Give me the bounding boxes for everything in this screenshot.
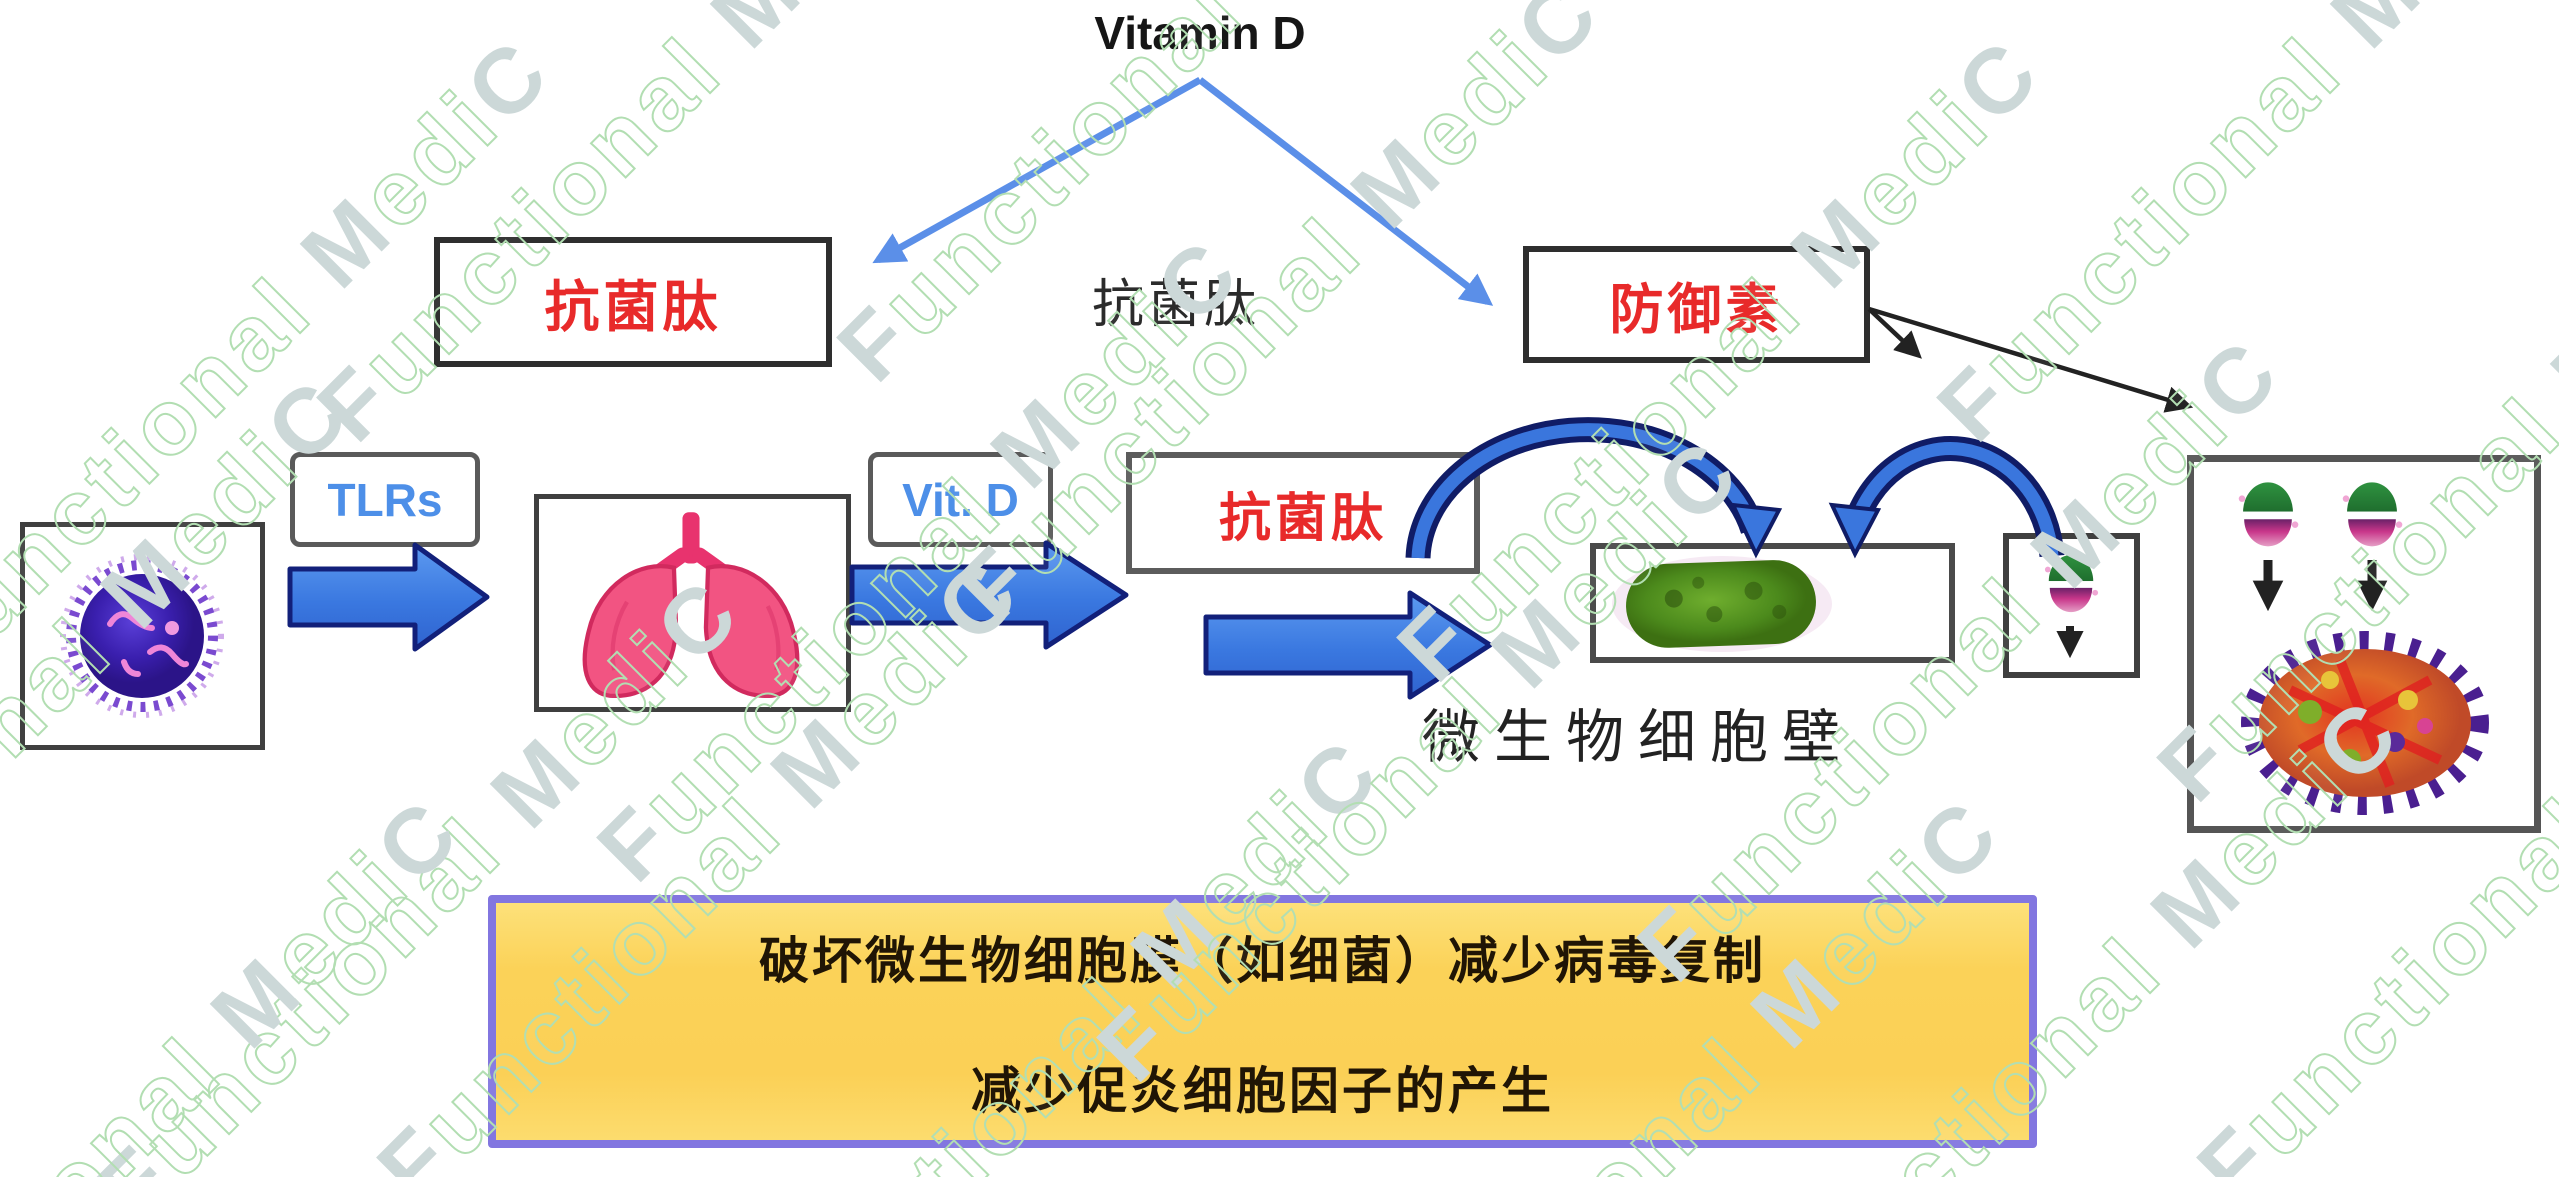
tlrs-box: TLRs	[290, 452, 480, 547]
vitamin-d-flow-label: Vit. D	[902, 473, 1019, 526]
flow-arrow	[849, 540, 1129, 650]
defensin-label: 防御素	[1609, 280, 1784, 340]
tlrs-label: TLRs	[327, 473, 443, 526]
defensin-arrows	[1867, 306, 2194, 413]
summary-line-2: 减少促炎细胞因子的产生	[971, 1062, 1554, 1119]
vitamin-d-flow-box: Vit. D	[868, 452, 1053, 547]
vitamin-d-title: Vitamin D	[1094, 7, 1306, 59]
antimicrobial-peptide-box: 抗菌肽	[434, 237, 832, 367]
watermark-text: Functional MediC	[818, 0, 1343, 401]
flow-arrow	[287, 542, 490, 652]
watermark-text: Functional MediC	[0, 778, 481, 1177]
defensin-attack-box	[2003, 533, 2140, 678]
virus-image-box	[20, 522, 265, 750]
defensin-box: 防御素	[1523, 246, 1870, 363]
microbial-cell-wall-label: 微生物细胞壁	[1421, 705, 1854, 770]
bacterium-image-box	[1590, 543, 1955, 663]
antimicrobial-peptide-label: 抗菌肽	[544, 276, 722, 338]
lungs-image-box	[534, 494, 851, 712]
antimicrobial-peptide-flow-box: 抗菌肽	[1126, 452, 1480, 574]
summary-line-1: 破坏微生物细胞膜（如细菌）减少病毒复制	[759, 932, 1766, 989]
summary-box: 破坏微生物细胞膜（如细菌）减少病毒复制 减少促炎细胞因子的产生	[488, 895, 2037, 1148]
antimicrobial-peptide-flow-label: 抗菌肽	[1218, 489, 1387, 548]
watermark-text: Functional MediC	[1918, 0, 2485, 461]
virus-attack-box	[2187, 455, 2541, 833]
curved-arrows	[1405, 417, 2065, 559]
watermark-text: Functional MediC	[298, 0, 865, 461]
amp-center-label: 抗菌肽	[1091, 276, 1260, 334]
flow-arrow	[1203, 590, 1493, 700]
